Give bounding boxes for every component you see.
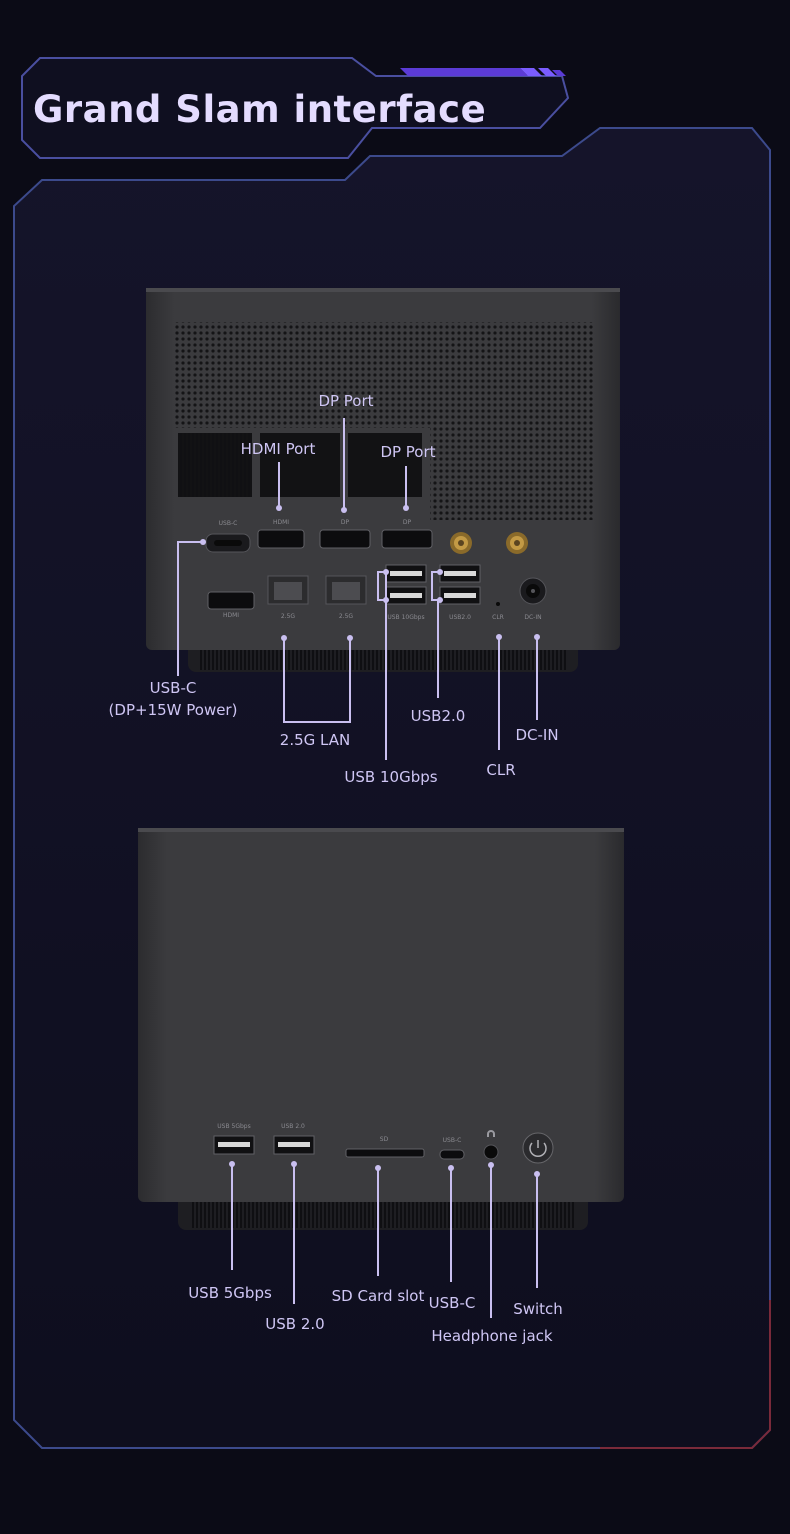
callout-dp-port-top: DP Port (318, 392, 374, 410)
port-label-dp2: DP (402, 519, 412, 526)
callout-switch: Switch (513, 1300, 563, 1318)
callout-usb-c-sub: (DP+15W Power) (108, 701, 238, 719)
port-label-usb5: USB 5Gbps (217, 1123, 251, 1130)
port-label-lan1: 2.5G (280, 613, 296, 620)
front-unit (138, 828, 624, 1230)
port-label-lan2: 2.5G (338, 613, 354, 620)
callout-usb-c: USB-C (149, 679, 197, 697)
port-label-hdmi-top: HDMI (272, 519, 290, 526)
callout-clr: CLR (486, 761, 516, 779)
port-label-clr: CLR (492, 614, 504, 621)
callout-usb-2-0: USB 2.0 (265, 1315, 325, 1333)
port-label-dp1: DP (340, 519, 350, 526)
rear-leaders (177, 418, 538, 760)
rear-leader-dots (200, 505, 540, 641)
port-label-usbc-front: USB-C (442, 1137, 462, 1144)
callout-usb-10gbps: USB 10Gbps (344, 768, 438, 786)
port-label-usb20: USB2.0 (449, 614, 471, 621)
port-label-usb20-front: USB 2.0 (281, 1123, 305, 1130)
callout-usb2: USB2.0 (410, 707, 466, 725)
page-title: Grand Slam interface (33, 88, 487, 131)
port-label-sd: SD (379, 1136, 389, 1143)
callout-dc-in: DC-IN (515, 726, 559, 744)
port-label-usb10: USB 10Gbps (387, 614, 425, 621)
callout-usb-c-front: USB-C (428, 1294, 476, 1312)
callout-usb-5gbps: USB 5Gbps (188, 1284, 272, 1302)
front-leaders (231, 1164, 538, 1318)
title-tab (21, 57, 570, 159)
callout-headphone-jack: Headphone jack (431, 1327, 553, 1345)
port-label-dcin: DC-IN (524, 614, 542, 621)
callout-sd-card-slot: SD Card slot (331, 1287, 425, 1305)
port-label-usb-c: USB-C (218, 520, 238, 527)
callout-2-5g-lan: 2.5G LAN (279, 731, 351, 749)
front-leader-dots (229, 1161, 540, 1177)
callout-hdmi-port: HDMI Port (240, 440, 316, 458)
port-label-hdmi-bottom: HDMI (222, 612, 240, 619)
callout-dp-port-right: DP Port (380, 443, 436, 461)
